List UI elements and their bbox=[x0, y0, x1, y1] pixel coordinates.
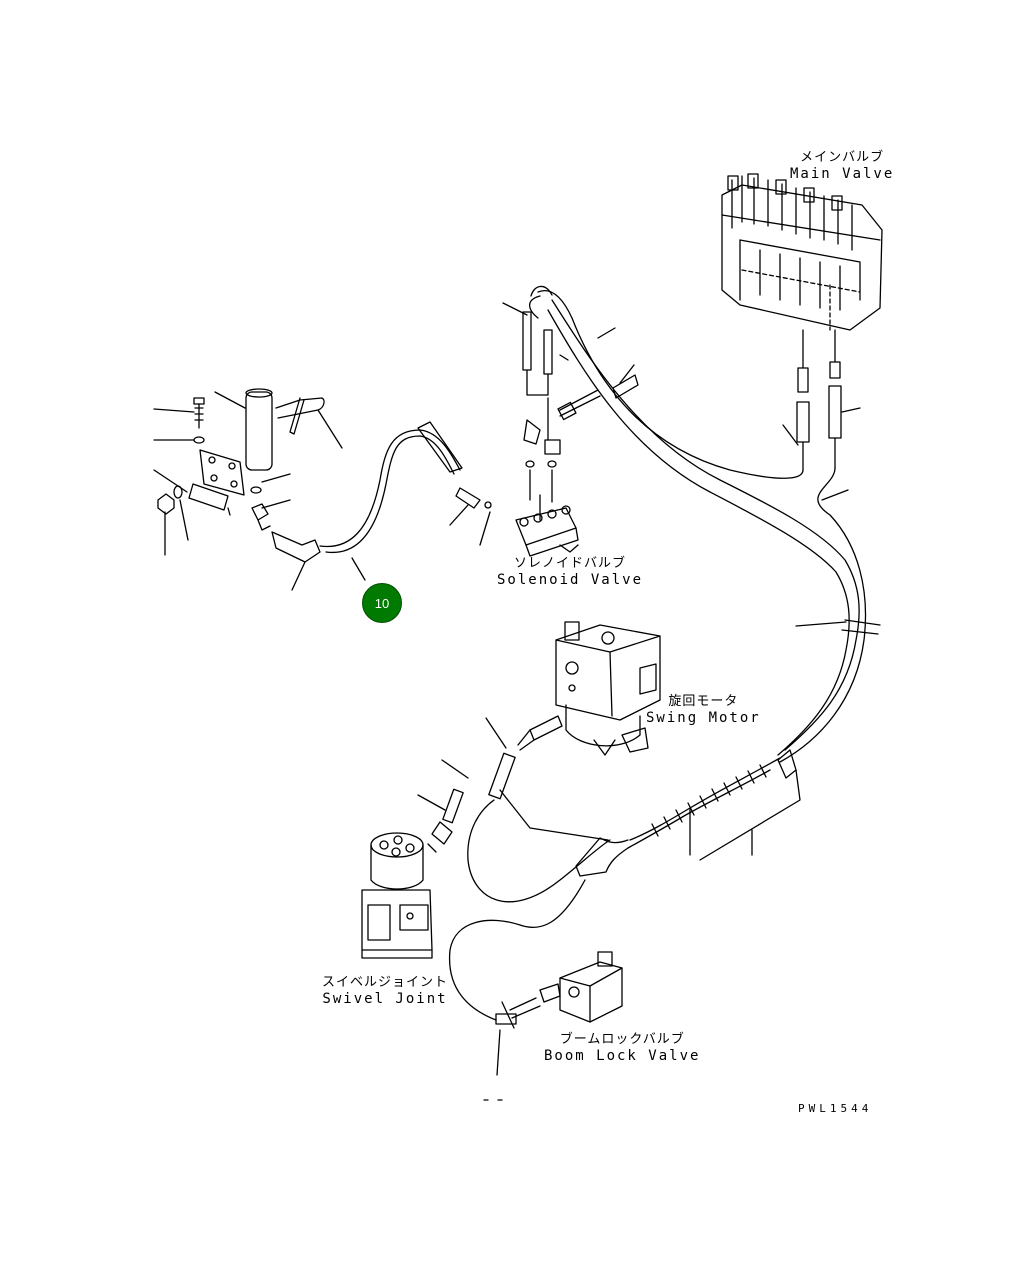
main-valve-drawing bbox=[722, 174, 882, 470]
drawing-code: PWL1544 bbox=[798, 1102, 873, 1115]
swivel-joint-label-jp: スイベルジョイント bbox=[322, 975, 449, 990]
swing-motor-label: 旋回モータ Swing Motor bbox=[646, 694, 761, 726]
leader-lines bbox=[783, 408, 860, 626]
swivel-joint-drawing bbox=[362, 833, 432, 958]
swing-motor-drawing bbox=[518, 622, 660, 755]
boom-lock-valve-label: ブームロックバルブ Boom Lock Valve bbox=[544, 1032, 700, 1064]
solenoid-valve-label-jp: ソレノイドバルブ bbox=[514, 556, 627, 571]
solenoid-valve-label-en: Solenoid Valve bbox=[497, 572, 644, 588]
main-hose-bundle bbox=[530, 291, 880, 876]
main-valve-label-jp: メインバルブ bbox=[800, 150, 885, 165]
swivel-joint-label: スイベルジョイント Swivel Joint bbox=[322, 975, 448, 1007]
boom-lock-valve-label-jp: ブームロックバルブ bbox=[559, 1032, 685, 1047]
boom-lock-valve-drawing bbox=[450, 880, 622, 1100]
accumulator-assembly bbox=[154, 389, 491, 590]
main-valve-label: メインバルブ Main Valve bbox=[790, 150, 894, 182]
solenoid-hoses bbox=[503, 286, 634, 556]
main-valve-label-en: Main Valve bbox=[790, 166, 895, 182]
boom-lock-valve-label-en: Boom Lock Valve bbox=[544, 1048, 701, 1064]
swing-motor-label-jp: 旋回モータ bbox=[668, 694, 739, 709]
swivel-hoses bbox=[418, 718, 610, 902]
part-callout-10[interactable]: 10 bbox=[362, 583, 402, 623]
swivel-joint-label-en: Swivel Joint bbox=[322, 991, 448, 1007]
swing-motor-label-en: Swing Motor bbox=[646, 710, 761, 726]
solenoid-valve-label: ソレノイドバルブ Solenoid Valve bbox=[497, 556, 643, 588]
